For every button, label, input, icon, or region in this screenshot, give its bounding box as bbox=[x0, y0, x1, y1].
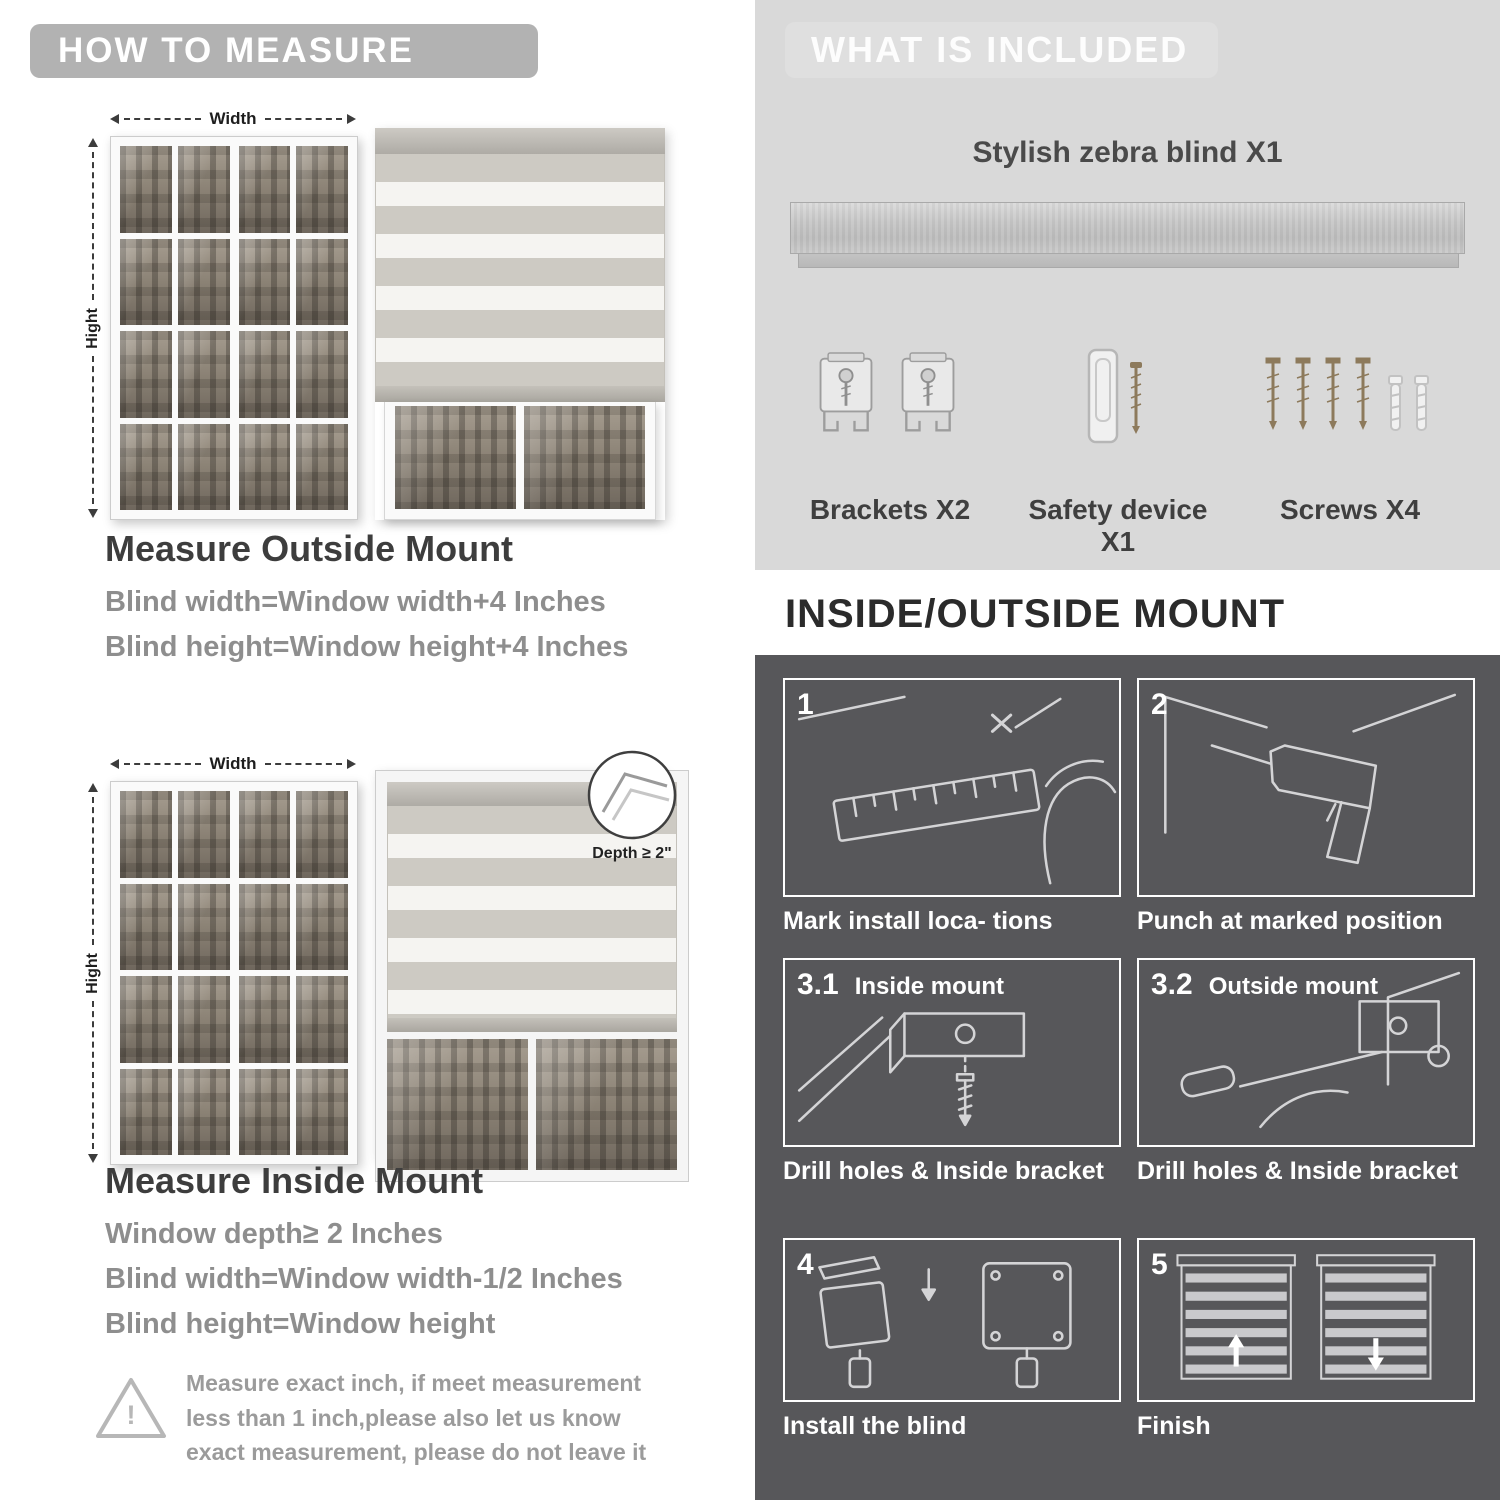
mark-locations-art bbox=[797, 695, 1117, 885]
step-number: 4 bbox=[797, 1248, 814, 1281]
screws-icon bbox=[1265, 357, 1429, 431]
step-number: 3.2 bbox=[1151, 968, 1193, 1001]
window-sash bbox=[120, 146, 230, 510]
inside-mount-heading: Measure Inside Mount bbox=[105, 1160, 484, 1201]
brackets-label: Brackets X2 bbox=[809, 494, 971, 525]
how-to-measure-banner: HOW TO MEASURE bbox=[30, 24, 538, 78]
arrowhead-right-icon bbox=[347, 759, 356, 769]
outside-mount-window-figure: Width Hight bbox=[80, 108, 358, 520]
arrowhead-down-icon bbox=[88, 509, 98, 518]
outside-mount-line2: Blind height=Window height+4 Inches bbox=[105, 631, 629, 663]
warning-triangle-icon: ! bbox=[92, 1372, 170, 1444]
inside-bracket-art bbox=[797, 1012, 1026, 1127]
inside-mount-line2: Blind width=Window width-1/2 Inches bbox=[105, 1263, 623, 1295]
step-caption: Finish bbox=[1137, 1412, 1211, 1440]
step-1: 1 bbox=[783, 678, 1121, 936]
inside-mount-line3: Blind height=Window height bbox=[105, 1308, 496, 1340]
window-illustration bbox=[110, 136, 358, 520]
step-caption: Mark install loca- tions bbox=[783, 907, 1053, 935]
blind-bottom-rail bbox=[375, 386, 665, 402]
arrowhead-down-icon bbox=[88, 1154, 98, 1163]
step-caption: Drill holes & Inside bracket bbox=[1137, 1157, 1458, 1185]
step-caption: Install the blind bbox=[783, 1412, 967, 1440]
height-arrow: Hight bbox=[82, 138, 104, 518]
bracket-icon bbox=[819, 352, 873, 432]
outside-mount-line1: Blind width=Window width+4 Inches bbox=[105, 586, 606, 618]
inside-mount-line1: Window depth≥ 2 Inches bbox=[105, 1218, 443, 1250]
right-column: WHAT IS INCLUDED Stylish zebra blind X1 bbox=[755, 0, 1500, 1500]
inside-mount-window-figure: Width Hight bbox=[80, 753, 358, 1165]
step-3-2: 3.2 Outside mount bbox=[1137, 958, 1475, 1186]
height-label: Hight bbox=[84, 952, 101, 994]
screws-label: Screws X4 bbox=[1279, 494, 1421, 525]
arrowhead-right-icon bbox=[347, 114, 356, 124]
step-4: 4 bbox=[783, 1238, 1121, 1441]
arrowhead-up-icon bbox=[88, 783, 98, 792]
step-3-1: 3.1 Inside mount bbox=[783, 958, 1121, 1186]
step-number: 1 bbox=[797, 688, 814, 721]
outside-mount-blind-figure bbox=[375, 128, 665, 520]
safety-device-icon bbox=[1087, 348, 1142, 444]
install-blind-art bbox=[818, 1255, 1072, 1389]
step-title: Outside mount bbox=[1208, 973, 1379, 1000]
step-2: 2 Punch at marked position bbox=[1137, 678, 1475, 936]
width-label: Width bbox=[209, 754, 257, 773]
window-lower-part bbox=[384, 402, 656, 520]
zebra-blind-product-illustration bbox=[790, 202, 1465, 268]
step-caption: Punch at marked position bbox=[1137, 907, 1443, 935]
arrowhead-up-icon bbox=[88, 138, 98, 147]
step-title: Inside mount bbox=[854, 973, 1005, 1000]
warning-exclamation: ! bbox=[126, 1400, 136, 1430]
blind-cassette bbox=[375, 128, 665, 154]
height-label: Hight bbox=[84, 307, 101, 349]
step-number: 5 bbox=[1151, 1248, 1168, 1281]
width-arrow: Width bbox=[110, 108, 356, 130]
zebra-shade bbox=[375, 154, 665, 386]
warning-text: Measure exact inch, if meet measurement … bbox=[186, 1370, 647, 1465]
arrowhead-left-icon bbox=[110, 114, 119, 124]
outside-bracket-art bbox=[1180, 971, 1461, 1129]
blind-bottom-bar bbox=[798, 254, 1459, 268]
zebra-shade bbox=[387, 806, 677, 1018]
depth-label: Depth ≥ 2" bbox=[592, 845, 672, 862]
product-title: Stylish zebra blind X1 bbox=[972, 136, 1283, 169]
inside-outside-mount-heading: INSIDE/OUTSIDE MOUNT bbox=[785, 592, 1286, 636]
drill-art bbox=[1164, 693, 1457, 865]
bracket-icon bbox=[901, 352, 955, 432]
inside-mount-text: Measure Inside Mount Window depth≥ 2 Inc… bbox=[105, 1160, 725, 1353]
step-number: 2 bbox=[1151, 688, 1168, 721]
what-is-included-banner: WHAT IS INCLUDED bbox=[785, 22, 1219, 78]
height-arrow: Hight bbox=[82, 783, 104, 1163]
finish-art bbox=[1176, 1254, 1436, 1380]
what-is-included-section: WHAT IS INCLUDED Stylish zebra blind X1 bbox=[755, 0, 1500, 570]
left-column: HOW TO MEASURE Width Hight bbox=[0, 0, 745, 1500]
step-caption: Drill holes & Inside bracket bbox=[783, 1157, 1104, 1185]
window-sash bbox=[238, 146, 348, 510]
depth-detail-circle bbox=[585, 748, 679, 842]
mount-steps-panel: 1 bbox=[755, 655, 1500, 1500]
width-arrow: Width bbox=[110, 753, 356, 775]
width-label: Width bbox=[209, 109, 257, 128]
window-illustration bbox=[110, 781, 358, 1165]
arrowhead-left-icon bbox=[110, 759, 119, 769]
blind-headrail bbox=[790, 202, 1465, 254]
step-number: 3.1 bbox=[797, 968, 839, 1001]
outside-mount-heading: Measure Outside Mount bbox=[105, 528, 514, 569]
magnifier-corner-icon bbox=[587, 750, 677, 840]
outside-mount-text: Measure Outside Mount Blind width=Window… bbox=[105, 528, 705, 676]
window-sash bbox=[238, 791, 348, 1155]
blind-bottom-rail bbox=[387, 1018, 677, 1032]
window-sash bbox=[120, 791, 230, 1155]
window-lower-part bbox=[387, 1039, 677, 1170]
safety-device-label: Safety device X1 bbox=[1028, 494, 1208, 557]
step-5: 5 bbox=[1137, 1238, 1475, 1441]
